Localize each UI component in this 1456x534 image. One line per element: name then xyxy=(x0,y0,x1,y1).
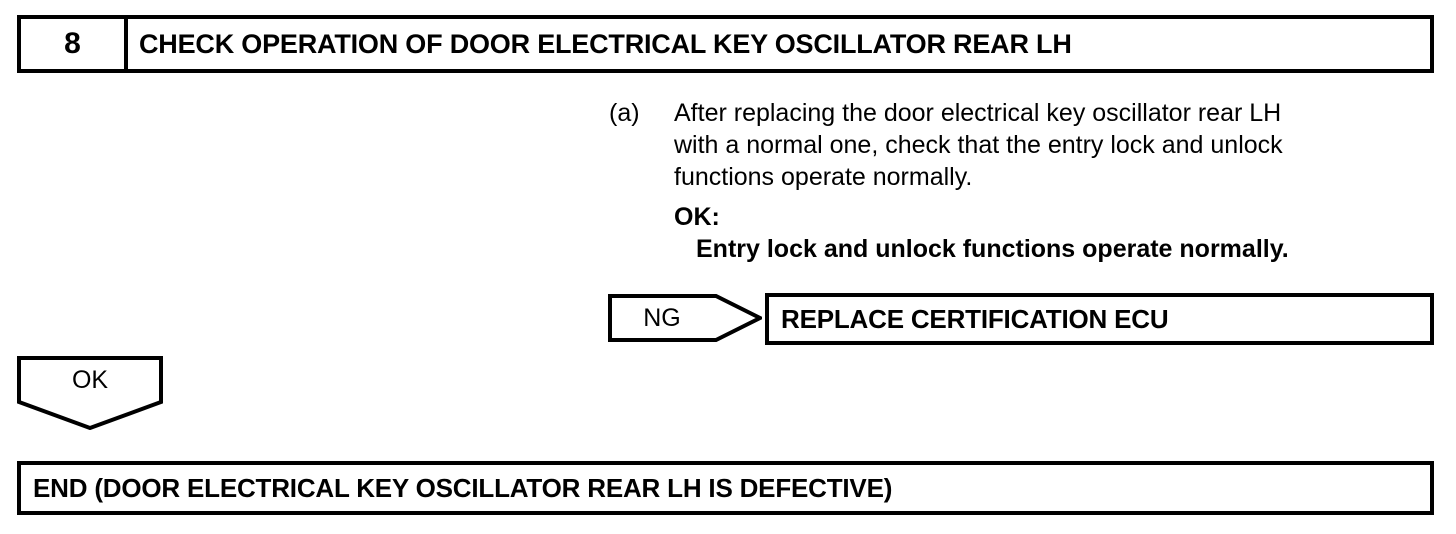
procedure-item: (a) After replacing the door electrical … xyxy=(609,97,1439,265)
arrow-down-pentagon-icon xyxy=(17,356,163,430)
procedure-text: After replacing the door electrical key … xyxy=(674,97,1439,265)
ok-branch-arrow: OK xyxy=(17,356,163,430)
procedure-line: with a normal one, check that the entry … xyxy=(674,131,1283,159)
ng-result-label: REPLACE CERTIFICATION ECU xyxy=(781,304,1169,334)
ng-branch-arrow: NG xyxy=(608,294,762,342)
end-result-box: END (DOOR ELECTRICAL KEY OSCILLATOR REAR… xyxy=(17,461,1434,515)
step-header: 8 CHECK OPERATION OF DOOR ELECTRICAL KEY… xyxy=(17,15,1434,73)
arrow-right-pentagon-icon xyxy=(608,294,762,342)
ng-result-box: REPLACE CERTIFICATION ECU xyxy=(765,293,1434,345)
step-title: CHECK OPERATION OF DOOR ELECTRICAL KEY O… xyxy=(139,28,1072,59)
procedure-line: functions operate normally. xyxy=(674,163,973,191)
step-number: 8 xyxy=(64,27,81,60)
procedure-line: After replacing the door electrical key … xyxy=(674,99,1282,127)
procedure-ok-label: OK: xyxy=(674,203,720,231)
procedure-marker: (a) xyxy=(609,99,640,127)
end-result-label: END (DOOR ELECTRICAL KEY OSCILLATOR REAR… xyxy=(33,473,893,503)
step-number-cell: 8 xyxy=(21,19,128,69)
ok-branch-label: OK xyxy=(71,365,109,394)
step-title-cell: CHECK OPERATION OF DOOR ELECTRICAL KEY O… xyxy=(128,19,1430,69)
procedure-ok-criterion: Entry lock and unlock functions operate … xyxy=(696,235,1289,263)
ng-branch-label: NG xyxy=(643,303,681,332)
procedure-block: (a) After replacing the door electrical … xyxy=(609,97,1439,265)
